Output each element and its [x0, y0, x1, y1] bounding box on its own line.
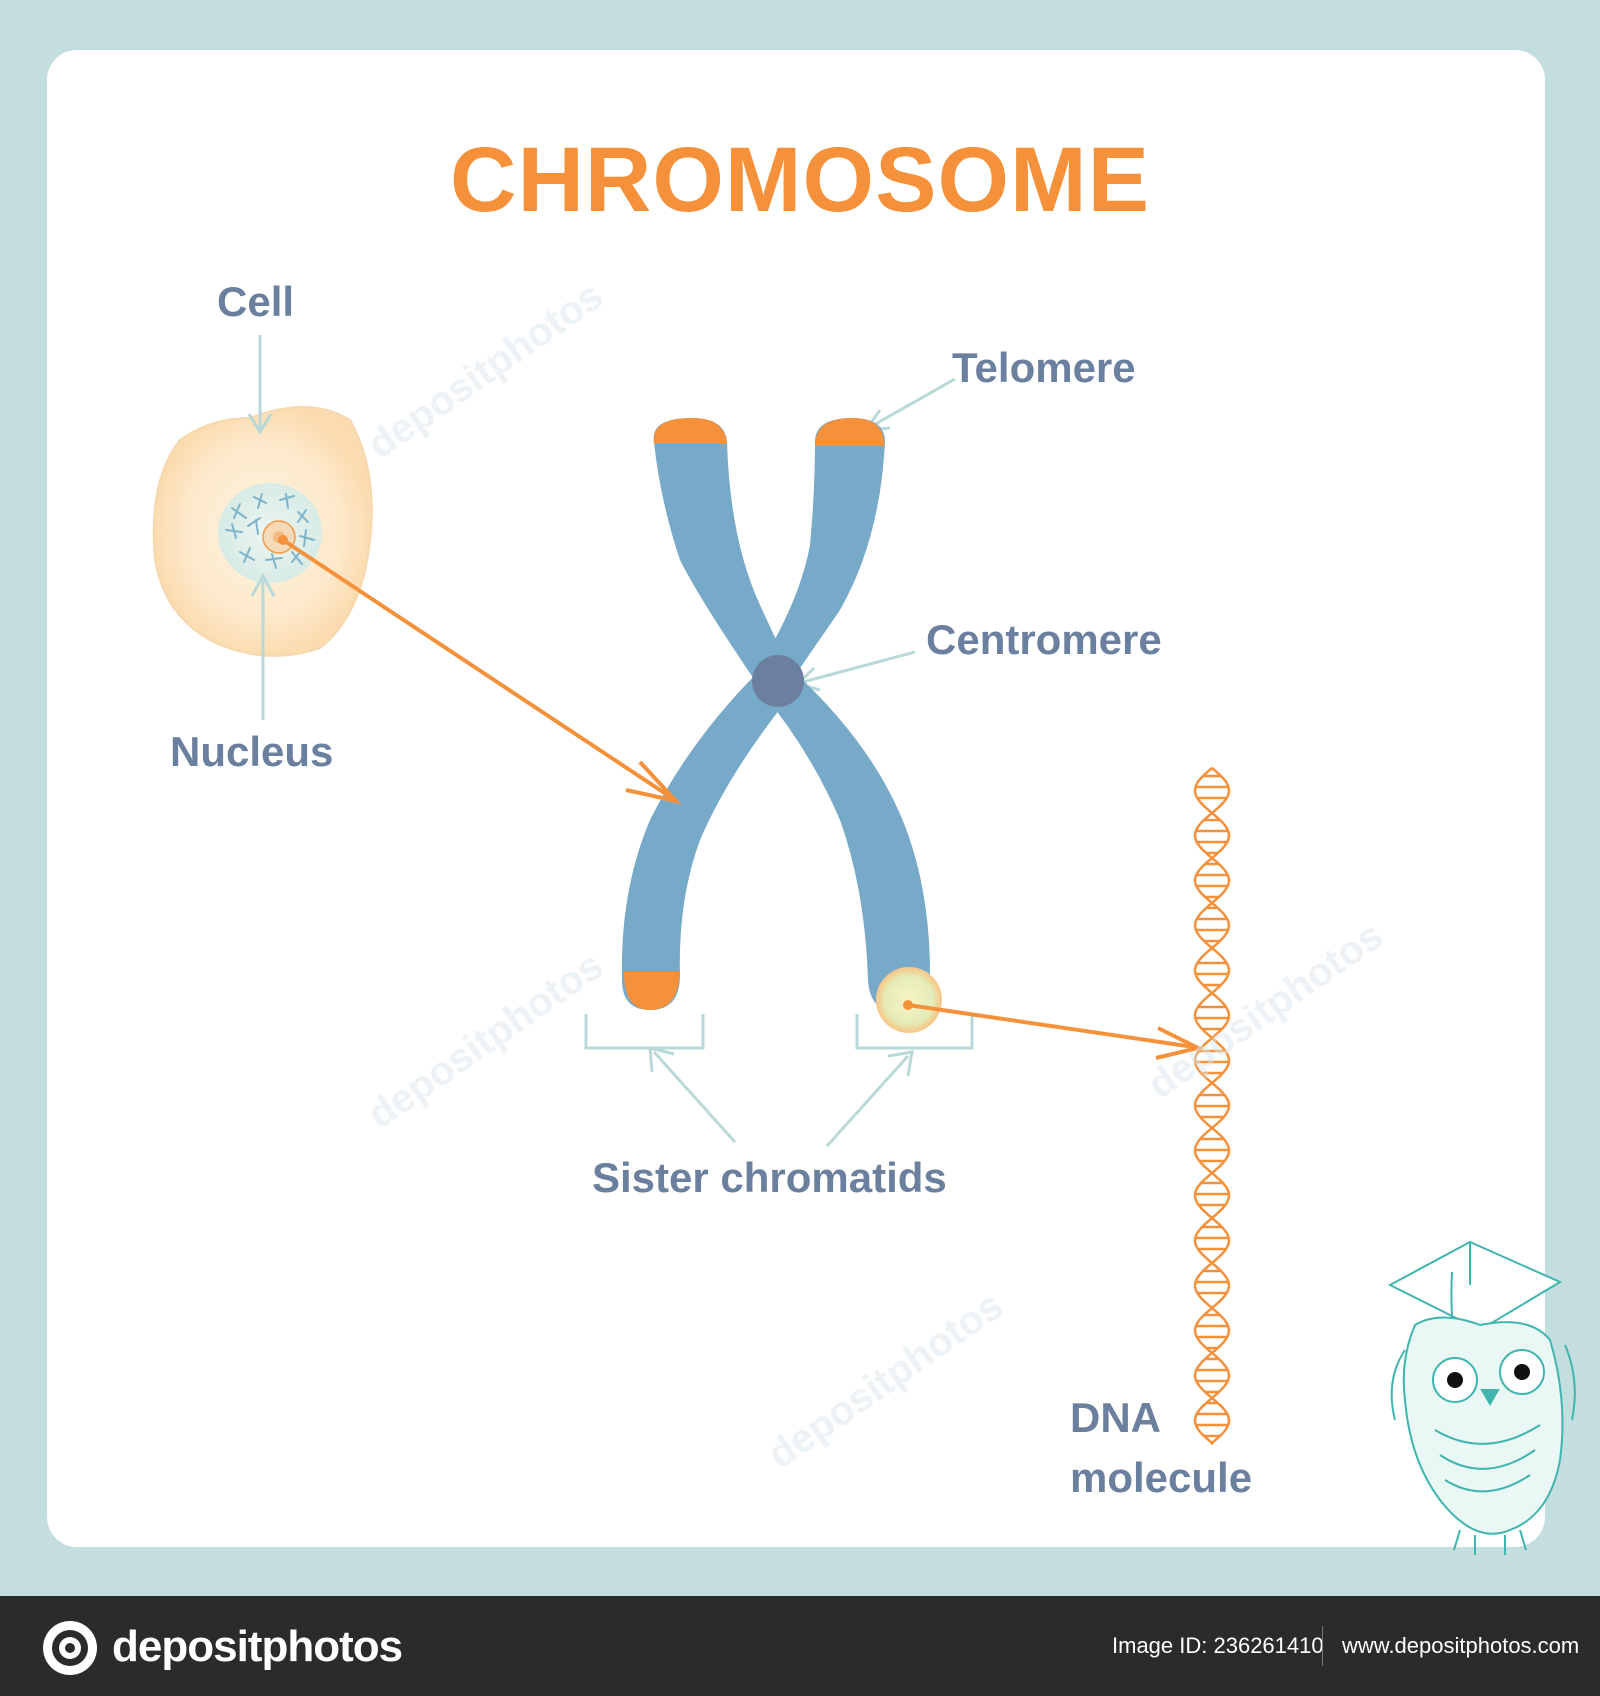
label-dna-molecule: molecule	[1070, 1454, 1253, 1501]
image-id: Image ID: 236261410	[1112, 1633, 1324, 1658]
camera-logo-icon	[43, 1621, 97, 1675]
svg-text:depositphotos: depositphotos	[360, 943, 611, 1137]
telomere-bottom-left	[624, 972, 680, 1010]
diagram-artwork: depositphotos depositphotos depositphoto…	[152, 273, 1576, 1555]
label-nucleus: Nucleus	[170, 728, 334, 775]
orange-arrows	[281, 538, 1204, 1060]
svg-text:depositphotos: depositphotos	[360, 273, 611, 467]
magnify-spot	[876, 967, 942, 1033]
cell-illustration	[152, 406, 373, 657]
website-link[interactable]: www.depositphotos.com	[1342, 1633, 1580, 1658]
owl-graduate-icon	[1387, 1240, 1576, 1555]
centromere-knob	[752, 655, 804, 707]
label-telomere: Telomere	[952, 344, 1136, 391]
label-dna: DNA	[1070, 1394, 1161, 1441]
svg-text:depositphotos: depositphotos	[760, 1283, 1011, 1477]
svg-text:depositphotos: depositphotos	[1140, 913, 1391, 1107]
pointer-lines	[247, 335, 974, 1148]
footer-divider	[1322, 1626, 1323, 1666]
chromosome-illustration	[621, 418, 942, 1033]
telomere-top-left	[653, 418, 727, 444]
label-centromere: Centromere	[926, 616, 1162, 663]
footer-bar: depositphotos Image ID: 236261410 www.de…	[0, 1596, 1600, 1696]
label-cell: Cell	[217, 278, 295, 325]
label-sister-chromatids: Sister chromatids	[592, 1154, 947, 1201]
telomere-top-right	[815, 418, 885, 446]
diagram-card	[47, 50, 1545, 1547]
brand-name[interactable]: depositphotos	[112, 1622, 403, 1671]
dna-helix-icon	[1193, 767, 1231, 1445]
diagram-title: CHROMOSOME	[450, 129, 1150, 231]
